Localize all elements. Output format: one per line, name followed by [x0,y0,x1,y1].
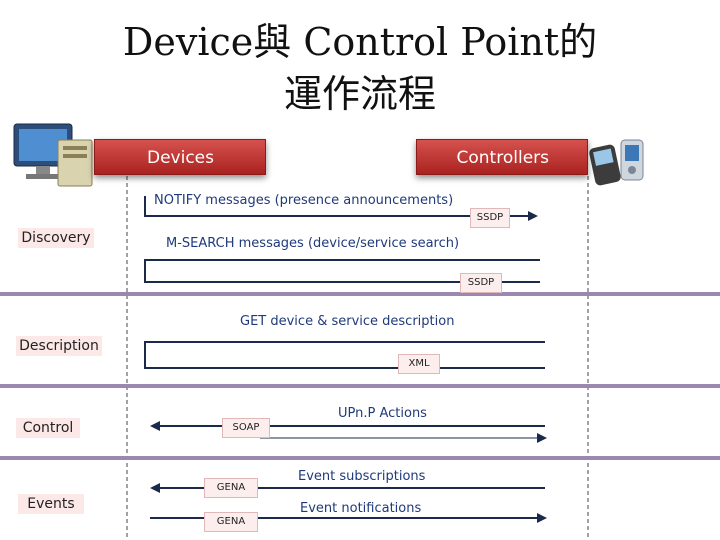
msearch-arrow [144,259,540,283]
page-title-line2: 運作流程 [283,72,436,116]
pda-phone-icon [589,139,644,186]
gena-subscription-tag: GENA [204,478,258,498]
phase-label-events: Events [18,494,84,514]
soap-tag: SOAP [222,418,270,438]
event-notifications-label: Event notifications [300,501,422,516]
phase-label-discovery: Discovery [18,228,94,248]
desktop-computer-icon [13,123,93,187]
gena-notification-tag: GENA [204,512,258,532]
event-subscriptions-label: Event subscriptions [298,469,426,484]
controllers-header: Controllers [416,139,588,175]
upnp-actions-label: UPn.P Actions [338,406,427,421]
xml-tag: XML [398,354,440,374]
msearch-message-label: M-SEARCH messages (device/service search… [166,236,460,251]
notify-message-label: NOTIFY messages (presence announcements) [154,193,454,208]
get-description-arrow [144,341,545,369]
ssdp-search-tag: SSDP [460,273,502,293]
get-description-label: GET device & service description [240,314,455,329]
ssdp-notify-tag: SSDP [470,208,510,228]
notify-arrow [144,196,538,221]
page-title-line1: Device與 Control Point的 [122,20,598,64]
phase-label-control: Control [16,418,80,438]
devices-header: Devices [94,139,266,175]
phase-label-description: Description [16,336,102,356]
